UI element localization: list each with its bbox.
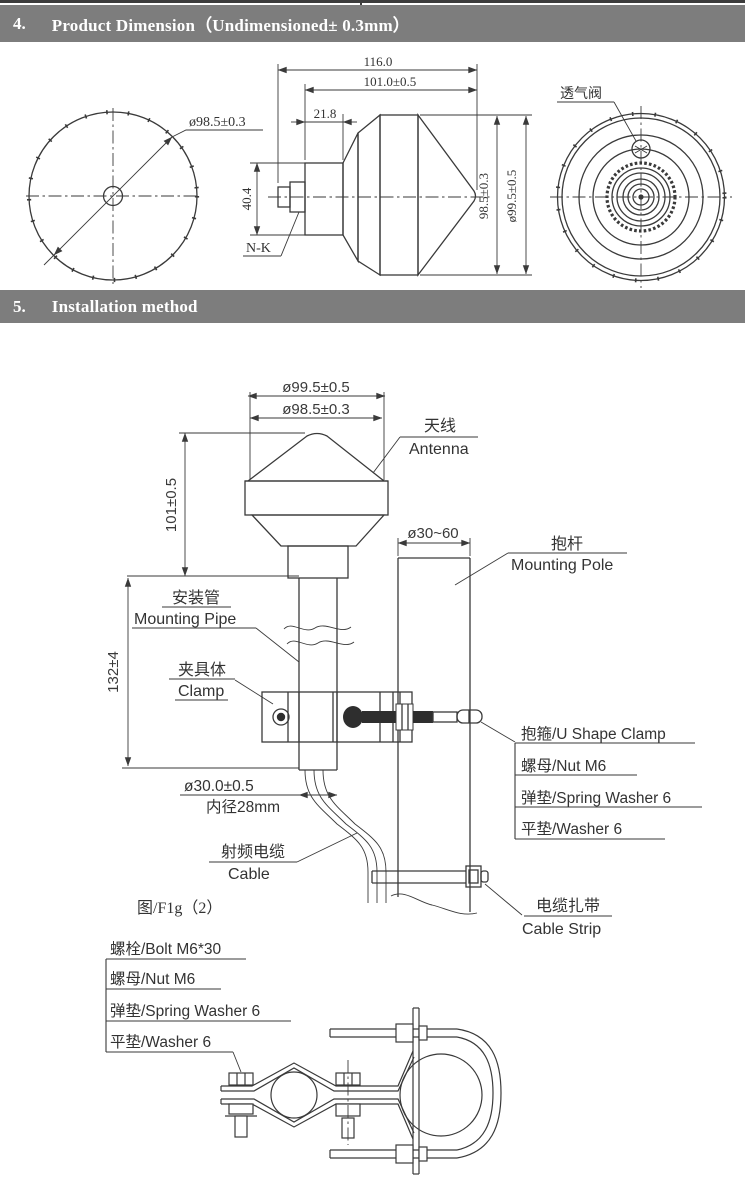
dim-connector-diameter: 40.4 xyxy=(239,187,254,210)
pole-hardware-item: 平垫/Washer 6 xyxy=(521,820,622,838)
table-bottom-rule xyxy=(0,0,745,3)
vent-valve-label: 透气阀 xyxy=(560,86,602,102)
section-5-header: 5. Installation method xyxy=(0,290,745,323)
pole-hardware-list: 抱箍/U Shape Clamp 螺母/Nut M6 弹垫/Spring Was… xyxy=(480,721,702,840)
cable-label-en: Cable xyxy=(228,866,270,883)
clamp-hardware-item: 平垫/Washer 6 xyxy=(110,1033,211,1051)
clamp-hardware-item: 螺栓/Bolt M6*30 xyxy=(110,940,222,958)
pole-label-cn: 抱杆 xyxy=(551,535,583,553)
clamp-drawing xyxy=(261,691,483,743)
front-diameter-label: ø98.5±0.3 xyxy=(189,115,246,130)
dim-pipe-inner-diameter: 内径28mm xyxy=(206,798,280,816)
pole-label-en: Mounting Pole xyxy=(511,557,613,574)
clamp-assembly-drawing xyxy=(220,1007,502,1175)
clamp-hardware-item: 弹垫/Spring Washer 6 xyxy=(110,1002,260,1020)
cable-label-cn: 射频电缆 xyxy=(221,843,285,861)
section-5-title: Installation method xyxy=(51,296,198,316)
installation-drawing: ø99.5±0.5 ø98.5±0.3 101±0.5 132±4 ø30~60… xyxy=(105,379,702,1175)
product-dimension-drawing: ø98.5±0.3 116.0 101.0±0.5 xyxy=(26,54,732,288)
pole-hardware-item: 抱箍/U Shape Clamp xyxy=(521,725,666,743)
section-4-number: 4. xyxy=(13,13,26,33)
clamp-label-cn: 夹具体 xyxy=(178,661,226,679)
installation-dimensions: ø99.5±0.5 ø98.5±0.3 101±0.5 132±4 ø30~60… xyxy=(105,379,471,816)
dim-pipe-length: 132±4 xyxy=(105,651,122,693)
clamp-hardware-item: 螺母/Nut M6 xyxy=(110,970,195,988)
connector-type-label: N-K xyxy=(246,241,271,256)
pipe-label-en: Mounting Pipe xyxy=(134,611,236,628)
pole-hardware-item: 螺母/Nut M6 xyxy=(521,757,606,775)
strip-label-cn: 电缆扎带 xyxy=(536,897,600,915)
pole-hardware-item: 弹垫/Spring Washer 6 xyxy=(521,789,671,807)
section-4-header: 4. Product Dimension（Undimensioned± 0.3m… xyxy=(0,5,745,42)
figure-caption: 图/F1g（2） xyxy=(137,899,222,917)
table-column-tick xyxy=(360,0,362,6)
rear-view: 透气阀 xyxy=(550,86,732,288)
dim-antenna-height: 101±0.5 xyxy=(163,478,180,532)
antenna-label-en: Antenna xyxy=(409,441,469,458)
cable-drawing xyxy=(304,769,489,903)
front-view: ø98.5±0.3 xyxy=(26,108,263,284)
dim-pole-diameter: ø30~60 xyxy=(407,525,458,542)
dim-connector-length: 21.8 xyxy=(314,106,337,121)
mounting-pole-drawing xyxy=(390,557,478,915)
antenna-label-cn: 天线 xyxy=(424,417,456,435)
section-5-number: 5. xyxy=(13,296,26,316)
dim-fin-diameter: ø99.5±0.5 xyxy=(504,170,519,223)
installation-labels: 天线 Antenna 抱杆 Mounting Pole 安装管 Mounting… xyxy=(132,417,627,938)
dim-body-diameter: 98.5±0.3 xyxy=(476,173,491,219)
section-4-title: Product Dimension（Undimensioned± 0.3mm） xyxy=(51,16,411,35)
antenna-drawing xyxy=(244,432,389,579)
dim-body-diameter-install: ø98.5±0.3 xyxy=(282,401,349,418)
dim-overall-length: 116.0 xyxy=(364,54,393,69)
mounting-pipe-drawing xyxy=(283,578,355,771)
side-view: 116.0 101.0±0.5 21.8 40.4 N-K 98.5±0. xyxy=(239,54,532,277)
vent-valve xyxy=(631,139,651,159)
clamp-hardware-list: 螺栓/Bolt M6*30 螺母/Nut M6 弹垫/Spring Washer… xyxy=(105,940,291,1073)
strip-label-en: Cable Strip xyxy=(522,921,601,938)
dim-pipe-outer-diameter: ø30.0±0.5 xyxy=(184,778,254,795)
pipe-label-cn: 安装管 xyxy=(172,589,220,607)
clamp-bolt xyxy=(343,703,483,731)
clamp-label-en: Clamp xyxy=(178,683,224,700)
dim-fin-diameter-install: ø99.5±0.5 xyxy=(282,379,349,396)
dim-body-length: 101.0±0.5 xyxy=(364,74,417,89)
